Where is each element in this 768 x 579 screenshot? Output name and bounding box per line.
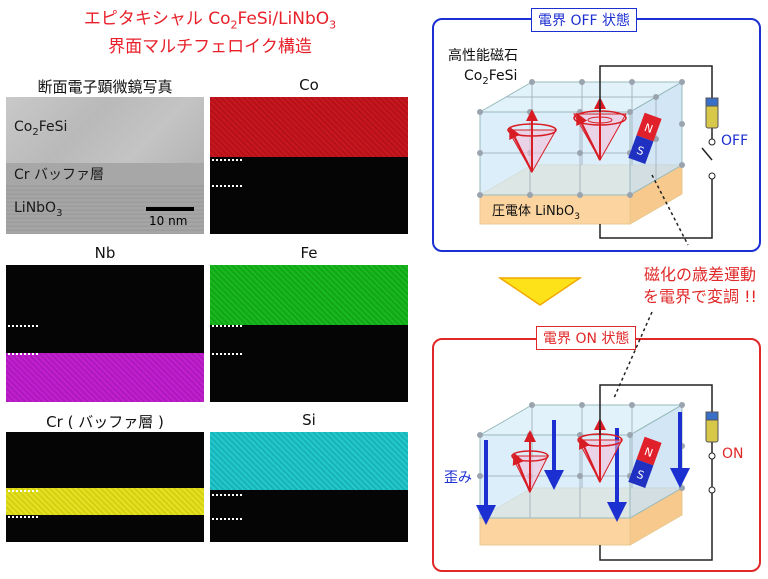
tem-label: 断面電子顕微鏡写真 [37,78,173,96]
spin-precession-right [573,97,627,162]
strain-label: 歪み [444,470,472,486]
si-map [210,432,408,542]
scale-bar [146,207,194,211]
co-map-label: Co [299,76,319,94]
interface-marker [212,185,242,187]
spin-precession-left [507,109,557,174]
svg-text:S: S [635,468,646,483]
interface-marker [212,518,242,520]
tem-layer-linbo3: LiNbO3 [14,200,63,219]
bar-magnet-off: N S [628,112,662,164]
off-switch-label: OFF [721,133,748,149]
note-line2: を電界で変調 !! [643,287,757,306]
interface-marker [8,516,38,518]
on-state-diagram: N S ON 歪み [444,384,744,561]
on-state-title: 電界 ON 状態 [536,326,637,350]
interface-marker [8,325,38,327]
figure-title-line2: 界面マルチフェロイク構造 [108,37,312,58]
fe-map-label: Fe [300,244,318,262]
tem-layer-co2fesi: Co2FeSi [14,119,68,138]
figure-title: エピタキシャル Co2FeSi/LiNbO3 界面マルチフェロイク構造 [20,8,400,58]
cr-map-label: Cr ( バッファ層 ) [46,413,164,431]
figure-title-line1: エピタキシャル Co2FeSi/LiNbO3 [83,9,337,32]
nb-map-label: Nb [94,244,116,262]
interface-marker [8,490,38,492]
off-state-title: 電界 OFF 状態 [531,8,638,32]
co-map [210,97,408,234]
bar-magnet-on: N S [628,436,662,488]
svg-text:S: S [635,144,646,159]
spin-precession-right-on [577,418,623,484]
on-switch-label: ON [722,446,744,462]
tem-image: Co2FeSi Cr バッファ層 LiNbO3 10 nm [6,97,204,234]
transition-arrow [497,277,583,306]
interface-marker [212,353,242,355]
cr-map [6,432,204,542]
nb-map [6,265,204,402]
interface-marker [212,494,242,496]
note-line1: 磁化の歳差運動 [644,265,756,284]
off-state-diagram: N S OFF 高性能磁石 Co2FeSi 圧電体 LiNbO3 [448,47,748,239]
magnet-label-line2: Co2FeSi [464,68,517,87]
spin-precession-left-on [511,430,549,494]
tem-layer-cr: Cr バッファ層 [14,167,104,183]
interface-marker [212,325,242,327]
circuit-off [599,65,713,239]
scale-bar-label: 10 nm [149,214,188,228]
circuit-on [599,384,713,561]
interface-marker [8,353,38,355]
fe-map [210,265,408,402]
substrate-label: 圧電体 LiNbO3 [492,204,580,222]
magnet-label-line1: 高性能磁石 [448,47,518,64]
si-map-label: Si [302,411,316,429]
interface-marker [212,159,242,161]
